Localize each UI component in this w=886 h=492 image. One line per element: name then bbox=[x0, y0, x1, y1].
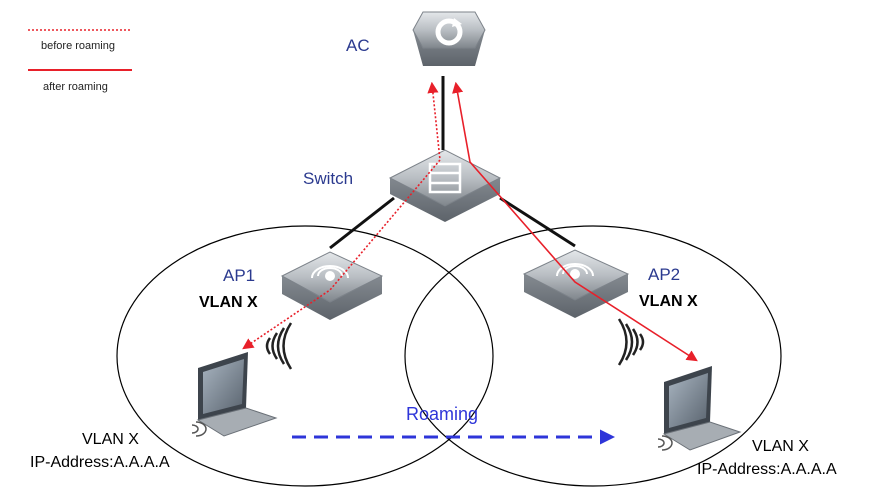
before-roaming-path bbox=[242, 81, 441, 350]
left-client-ip: IP-Address:A.A.A.A bbox=[30, 454, 170, 471]
ap2-label: AP2 bbox=[648, 265, 680, 284]
ap2-signal-waves-icon bbox=[617, 318, 645, 366]
right-client-vlan: VLAN X bbox=[752, 438, 809, 455]
ac-label: AC bbox=[346, 36, 370, 55]
switch-ap1-link bbox=[329, 196, 395, 250]
ap2-vlan-label: VLAN X bbox=[639, 293, 698, 310]
left-laptop-icon bbox=[191, 352, 278, 437]
legend-before-label: before roaming bbox=[41, 40, 115, 52]
ap2-access-point-icon bbox=[522, 249, 630, 318]
legend: before roaming after roaming bbox=[28, 29, 132, 93]
switch-icon bbox=[388, 149, 502, 222]
right-client-ip: IP-Address:A.A.A.A bbox=[697, 461, 837, 478]
right-laptop-icon bbox=[657, 366, 742, 451]
switch-label: Switch bbox=[303, 169, 353, 188]
roaming-label: Roaming bbox=[406, 404, 478, 424]
legend-after-label: after roaming bbox=[43, 81, 108, 93]
ap1-access-point-icon bbox=[280, 251, 384, 320]
ap1-label: AP1 bbox=[223, 266, 255, 285]
ap1-vlan-label: VLAN X bbox=[199, 294, 258, 311]
left-client-vlan: VLAN X bbox=[82, 431, 139, 448]
after-roaming-path bbox=[452, 81, 698, 362]
access-controller-icon bbox=[412, 11, 486, 66]
